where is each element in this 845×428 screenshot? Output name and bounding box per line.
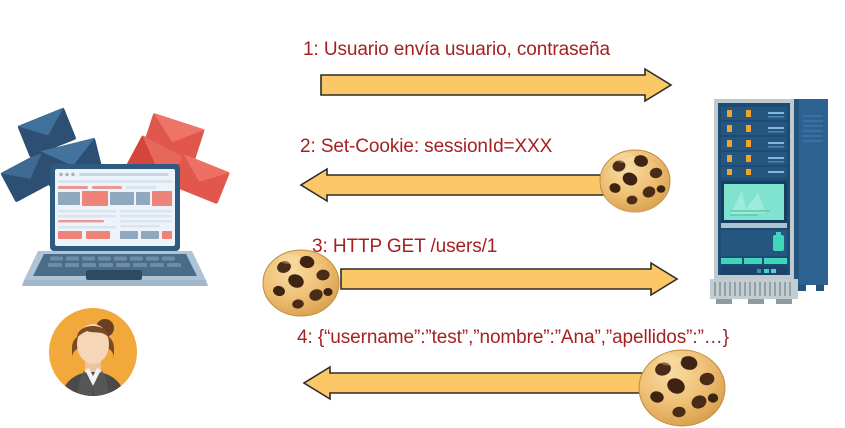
server-base [710,279,798,304]
user-avatar [43,300,143,405]
step-1-arrow-right [320,67,673,103]
step-4-arrow-left [302,365,660,401]
laptop-base [22,251,208,286]
step-1-label: 1: Usuario envía usuario, contraseña [303,39,610,60]
cookie-icon-step-4 [638,348,726,428]
step-3-label: 3: HTTP GET /users/1 [312,236,498,257]
cookie-icon-step-2 [599,148,671,214]
server-tower [706,93,831,308]
cookie-icon-step-3 [262,248,340,318]
client-laptop-illustration [0,100,230,295]
drive-bays [721,107,787,178]
step-2-arrow-left [299,167,622,203]
server-monitor [721,181,787,228]
laptop-screen [50,164,180,251]
step-2-label: 2: Set-Cookie: sessionId=XXX [300,136,553,157]
step-4-label: 4: {“username”:”test”,”nombre”:”Ana”,”ap… [297,327,729,348]
step-3-arrow-right [340,261,679,297]
